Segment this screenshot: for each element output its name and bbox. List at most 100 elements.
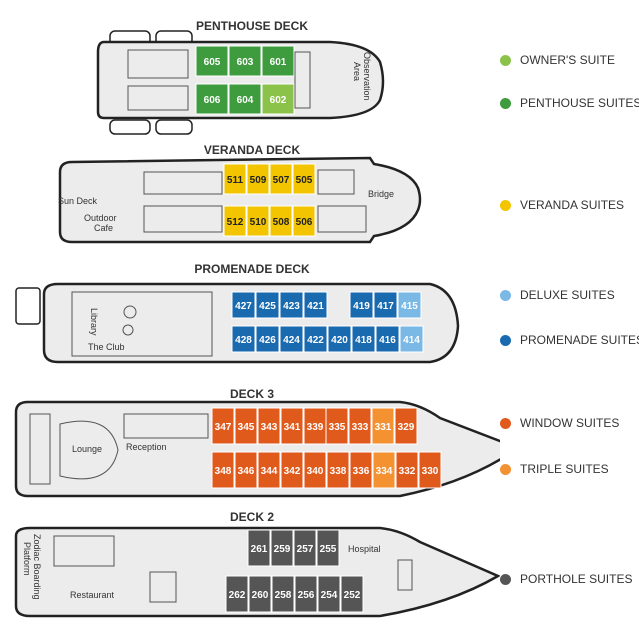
cabin-418[interactable] <box>351 325 376 353</box>
cabin-346[interactable] <box>234 451 258 489</box>
cabin-number: 420 <box>331 335 348 346</box>
cabin-number: 508 <box>273 217 290 228</box>
lounge-seating <box>59 420 119 480</box>
cabin-420[interactable] <box>327 325 352 353</box>
cabin-number: 415 <box>401 301 418 312</box>
area-label: Zodiac Boarding <box>32 534 42 600</box>
cabin-252[interactable] <box>340 575 364 613</box>
deck-title-veranda: VERANDA DECK <box>204 143 301 157</box>
cabin-number: 342 <box>284 466 301 477</box>
cabin-508[interactable] <box>269 205 293 237</box>
cabin-426[interactable] <box>255 325 280 353</box>
cabin-422[interactable] <box>303 325 328 353</box>
cabin-258[interactable] <box>271 575 295 613</box>
cabin-343[interactable] <box>257 407 281 445</box>
legend-swatch <box>500 97 511 109</box>
cabin-417[interactable] <box>373 291 398 319</box>
cabin-number: 418 <box>355 335 372 346</box>
cabin-414[interactable] <box>399 325 424 353</box>
cabin-262[interactable] <box>225 575 249 613</box>
cabin-338[interactable] <box>326 451 350 489</box>
cabin-336[interactable] <box>349 451 373 489</box>
cabin-505[interactable] <box>292 163 316 195</box>
cabin-425[interactable] <box>255 291 280 319</box>
cabin-347[interactable] <box>211 407 235 445</box>
cabin-421[interactable] <box>303 291 328 319</box>
area-label: Hospital <box>348 544 381 554</box>
cabin-334[interactable] <box>372 451 396 489</box>
area-label: Area <box>352 62 362 81</box>
cabin-329[interactable] <box>394 407 418 445</box>
cabin-415[interactable] <box>397 291 422 319</box>
cabin-423[interactable] <box>279 291 304 319</box>
cabin-number: 419 <box>353 301 370 312</box>
cabin-340[interactable] <box>303 451 327 489</box>
legend-item-porthole: PORTHOLE SUITES <box>500 572 632 586</box>
cabin-601[interactable] <box>261 45 295 77</box>
cabin-602[interactable] <box>261 83 295 115</box>
cabin-335[interactable] <box>325 407 349 445</box>
cabin-255[interactable] <box>316 529 340 567</box>
legend-swatch <box>500 289 511 301</box>
cabin-254[interactable] <box>317 575 341 613</box>
cabin-509[interactable] <box>246 163 270 195</box>
cabin-333[interactable] <box>348 407 372 445</box>
cabin-number: 332 <box>399 466 416 477</box>
cabin-number: 512 <box>227 217 244 228</box>
legend-swatch <box>500 573 511 585</box>
cabin-332[interactable] <box>395 451 419 489</box>
cabin-number: 414 <box>403 335 420 346</box>
cabin-261[interactable] <box>247 529 271 567</box>
cabin-604[interactable] <box>228 83 262 115</box>
area-label: Lounge <box>72 444 102 454</box>
cabin-416[interactable] <box>375 325 400 353</box>
legend-item-deluxe: DELUXE SUITES <box>500 288 615 302</box>
cabin-number: 260 <box>252 590 269 601</box>
cabin-331[interactable] <box>371 407 395 445</box>
cabin-348[interactable] <box>211 451 235 489</box>
cabin-number: 505 <box>296 175 313 186</box>
cabin-256[interactable] <box>294 575 318 613</box>
deck-title-penthouse: PENTHOUSE DECK <box>196 19 308 33</box>
cabin-427[interactable] <box>231 291 256 319</box>
legend-label: PENTHOUSE SUITES <box>520 96 639 110</box>
cabin-342[interactable] <box>280 451 304 489</box>
cabin-344[interactable] <box>257 451 281 489</box>
cabin-number: 422 <box>307 335 324 346</box>
structure <box>123 413 209 439</box>
cabin-number: 256 <box>298 590 315 601</box>
cabin-number: 424 <box>283 335 300 346</box>
cabin-506[interactable] <box>292 205 316 237</box>
cabin-606[interactable] <box>195 83 229 115</box>
cabin-603[interactable] <box>228 45 262 77</box>
veranda-hull <box>58 156 422 244</box>
legend-label: DELUXE SUITES <box>520 288 615 302</box>
cabin-257[interactable] <box>293 529 317 567</box>
cabin-345[interactable] <box>234 407 258 445</box>
structure <box>143 205 223 233</box>
cabin-341[interactable] <box>280 407 304 445</box>
cabin-259[interactable] <box>270 529 294 567</box>
cabin-510[interactable] <box>246 205 270 237</box>
furniture <box>122 324 134 336</box>
area-label: The Club <box>88 342 125 352</box>
cabin-428[interactable] <box>231 325 256 353</box>
cabin-260[interactable] <box>248 575 272 613</box>
area-label: Cafe <box>94 223 113 233</box>
cabin-507[interactable] <box>269 163 293 195</box>
cabin-number: 602 <box>270 95 287 106</box>
deck-title-promenade: PROMENADE DECK <box>194 262 310 276</box>
cabin-424[interactable] <box>279 325 304 353</box>
cabin-512[interactable] <box>223 205 247 237</box>
cabin-330[interactable] <box>418 451 442 489</box>
cabin-number: 506 <box>296 217 313 228</box>
cabin-419[interactable] <box>349 291 374 319</box>
legend-label: WINDOW SUITES <box>520 416 620 430</box>
cabin-605[interactable] <box>195 45 229 77</box>
cabin-511[interactable] <box>223 163 247 195</box>
